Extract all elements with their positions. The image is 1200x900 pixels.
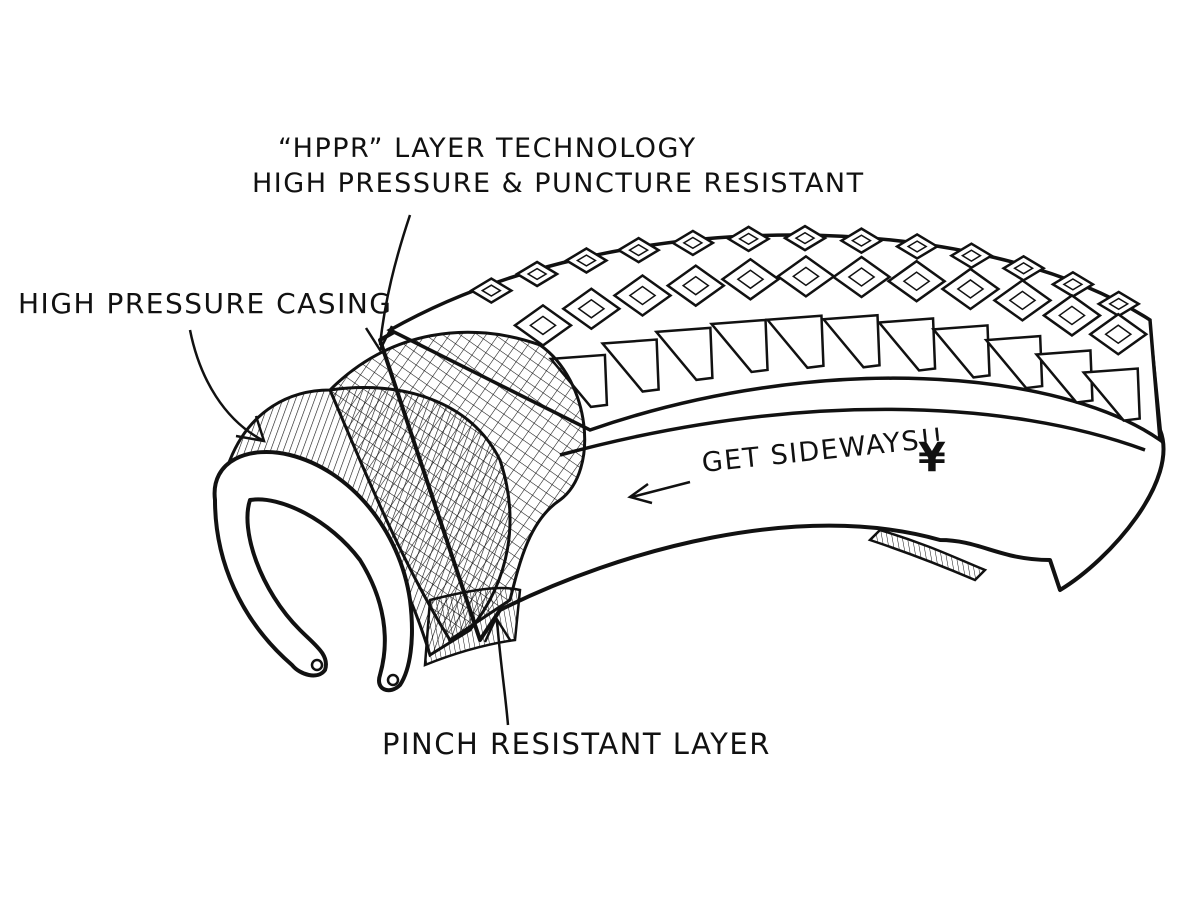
high-pressure-casing-label: HIGH PRESSURE CASING [18, 287, 393, 320]
tread-block-inner [960, 249, 982, 262]
bead-left-icon [310, 658, 324, 672]
hppr-title: “HPPR” LAYER TECHNOLOGY [278, 133, 697, 164]
tread-block [561, 287, 622, 331]
tread-block-inner [681, 275, 710, 296]
tread-lug [764, 314, 825, 370]
tread-block-inner [1062, 278, 1084, 291]
tread-block-inner [682, 236, 704, 250]
arrow-pinch [495, 619, 510, 726]
tread-block-inner [847, 267, 876, 287]
tread-block [1050, 270, 1096, 298]
tread-lug [1081, 367, 1141, 422]
tread-block [1001, 254, 1047, 282]
tread-block [514, 260, 560, 288]
tread-block-inner [850, 234, 872, 247]
tread-lug [820, 313, 881, 369]
tread-block-inner [1058, 305, 1086, 326]
arrow-hppr-head [364, 325, 394, 353]
tread-block [512, 303, 574, 347]
sidewall-stripe [559, 407, 1146, 457]
tread-block-inner [529, 315, 557, 336]
tread-lug [876, 317, 937, 372]
tread-block [782, 224, 828, 252]
tread-block [1096, 290, 1142, 318]
tread-lug [983, 334, 1044, 390]
arrow-casing-head [235, 415, 266, 443]
brand-mark-icon: ¥ [918, 435, 948, 481]
tread-block [468, 277, 514, 305]
pinch-resistant-layer-label: PINCH RESISTANT LAYER [382, 727, 771, 761]
tread-lug [548, 353, 609, 409]
tread-block-inner [1013, 262, 1035, 275]
tread-block-inner [738, 232, 760, 246]
tread-block [894, 233, 940, 260]
tread-block-inner [792, 266, 820, 287]
tread-block-inner [628, 243, 650, 257]
tread-block [720, 257, 781, 301]
hppr-subtitle: HIGH PRESSURE & PUNCTURE RESISTANT [252, 168, 865, 199]
tread-lug [653, 326, 714, 382]
tread-block-inner [575, 254, 597, 267]
tread-block [886, 259, 947, 303]
tread-lug [709, 318, 769, 374]
arrow-casing [188, 329, 263, 442]
tread-block-inner [794, 231, 816, 245]
arrow-sideways-head [627, 482, 653, 505]
tread-lug [600, 338, 660, 393]
tread-block-inner [956, 279, 985, 299]
tire-cross-section [212, 450, 414, 693]
tread-lug [930, 324, 991, 379]
arrow-hppr [378, 214, 412, 346]
pinch-resistant-layer [423, 586, 522, 667]
tread-block-inner [1108, 297, 1130, 311]
tread-block [665, 264, 726, 308]
tread-block [616, 236, 662, 264]
tread-block-inner [1104, 324, 1133, 345]
tread-block [612, 273, 673, 318]
arrow-pinch-head [483, 615, 512, 643]
tread-block [948, 242, 994, 270]
tread-block-inner [1008, 290, 1037, 311]
tread-block-inner [526, 267, 548, 281]
tread-block-inner [906, 240, 928, 253]
tread-block [838, 227, 884, 255]
tread-block [831, 255, 892, 299]
tread-block-inner [480, 284, 502, 297]
tread-block-inner [577, 298, 606, 319]
tread-pattern [468, 224, 1149, 422]
tread-block [1041, 293, 1103, 337]
tread-block [726, 225, 772, 253]
tread-block [1088, 312, 1149, 356]
tread-block-inner [736, 269, 765, 290]
tread-block-inner [902, 271, 931, 292]
arrow-sideways [631, 480, 691, 499]
tread-block-inner [628, 285, 657, 306]
tread-block [670, 229, 716, 257]
tire-inner-bead [867, 528, 988, 582]
tread-lug [1033, 349, 1094, 404]
tread-block [563, 247, 609, 274]
tread-block [940, 267, 1001, 311]
bead-right-icon [386, 673, 400, 687]
tread-block [992, 278, 1053, 322]
